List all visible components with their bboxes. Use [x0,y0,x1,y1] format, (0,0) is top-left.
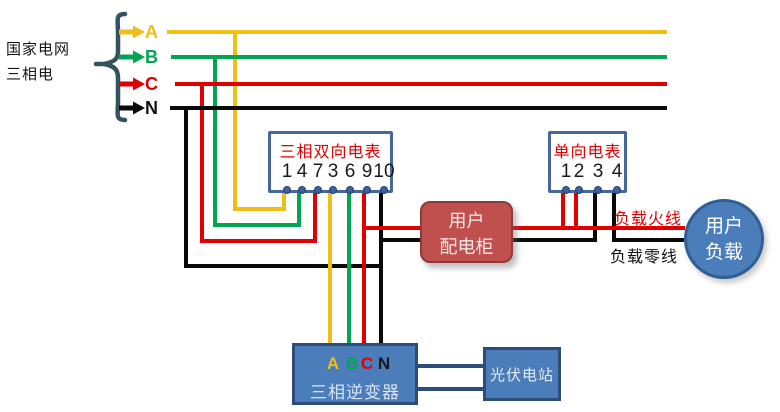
inverter-phase-b: B [345,354,359,373]
inverter-phase-c: C [360,354,374,373]
single-phase-meter-box: 单向电表 1 2 3 4 [548,131,627,194]
phase-label-n: N [145,98,158,118]
terminal-number: 7 [312,161,324,182]
three-phase-meter-box: 三相双向电表 1 4 7 3 6 9 10 [268,131,395,194]
terminal-number: 3 [327,161,339,182]
phase-b-drop-wire [213,57,301,227]
phase-a-arrow-icon [119,25,145,39]
phase-label-a: A [145,22,158,42]
terminal-dot [363,186,371,194]
terminal-number: 1 [281,161,293,182]
terminal-dot [613,186,621,194]
phase-n-arrow-icon [119,101,145,115]
single-phase-meter-title: 单向电表 [553,144,622,161]
grid-source-title: 国家电网 三相电 [6,37,116,87]
load-label-line2: 负载 [704,242,743,263]
terminal-number: 3 [592,161,604,182]
terminal-dot [298,186,306,194]
phase-b-arrow-icon [119,50,145,64]
neutral-collector-wire [184,108,381,268]
terminal-number: 9 [361,161,373,182]
terminal-dot [575,186,583,194]
grid-source-title-line1: 国家电网 [6,41,71,58]
cabinet-label-line2: 配电柜 [439,237,494,257]
inverter-phase-n: N [377,354,391,373]
phase-a-drop-wire [233,32,286,211]
pv-station-label: 光伏电站 [489,366,554,384]
phase-c-drop-wire [200,84,317,243]
load-live-wire-label: 负载火线 [614,211,683,228]
terminal-dot [594,186,602,194]
terminal-number: 6 [344,161,356,182]
terminal-dot [346,186,354,194]
terminal-number: 10 [373,161,395,182]
terminal-dot [562,186,570,194]
pv-station-box: 光伏电站 [483,347,561,401]
terminal-dot [314,186,322,194]
three-phase-meter-title: 三相双向电表 [279,144,382,161]
inverter-phase-a: A [326,354,340,373]
terminal-number: 1 [560,161,572,182]
phase-label-b: B [145,47,158,67]
cabinet-label-line1: 用户 [448,211,485,231]
inverter-label: 三相逆变器 [310,383,400,402]
distribution-cabinet-box: 用户 配电柜 [420,201,513,263]
terminal-dot [283,186,291,194]
terminal-number: 2 [573,161,585,182]
terminal-dot [380,186,388,194]
terminal-number: 4 [296,161,308,182]
terminal-dot [329,186,337,194]
load-label-line1: 用户 [704,216,743,237]
load-neutral-wire [612,190,684,242]
phase-label-c: C [145,74,158,94]
inverter-box: A B C N 三相逆变器 [292,343,418,405]
grid-source-title-line2: 三相电 [6,66,55,83]
load-neutral-wire-label: 负载零线 [610,249,679,266]
terminal-number: 4 [611,161,623,182]
phase-c-arrow-icon [119,77,145,91]
user-load-circle: 用户 负载 [684,199,764,279]
